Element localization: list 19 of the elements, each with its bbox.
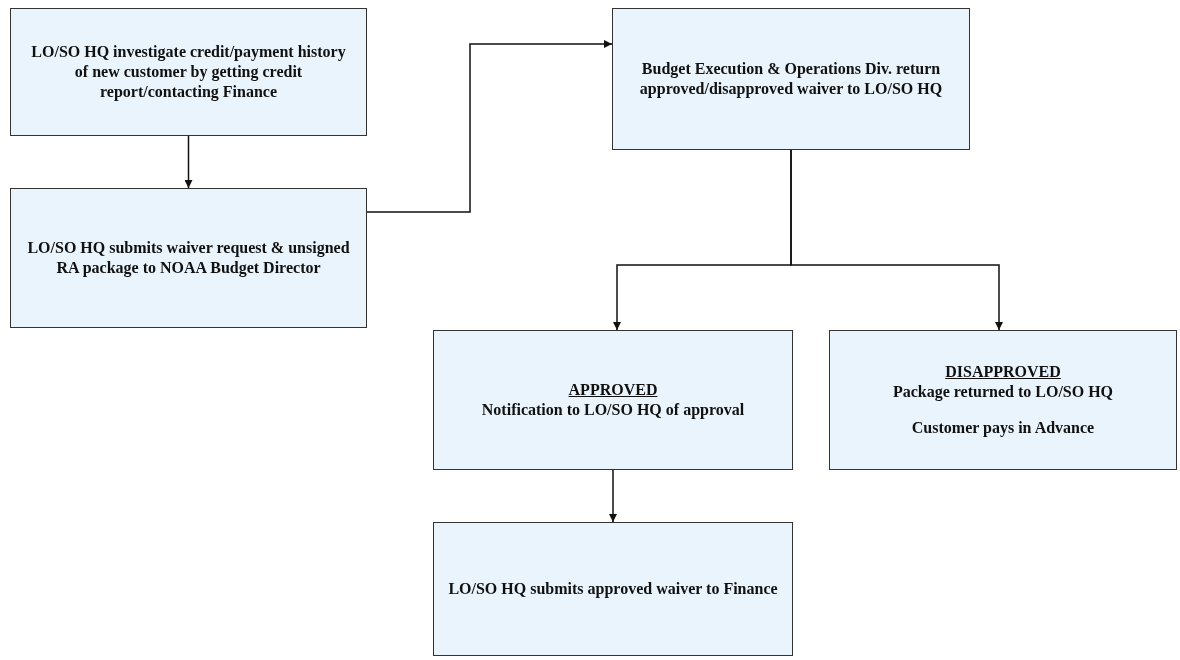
process-box — [433, 522, 793, 656]
box-text: LO/SO HQ submits approved waiver to Finance — [448, 579, 778, 599]
box-heading: APPROVED — [568, 380, 658, 400]
box-text: Package returned to LO/SO HQ — [892, 382, 1114, 402]
process-box — [10, 8, 367, 136]
process-box — [433, 330, 793, 470]
process-box — [612, 8, 970, 150]
process-box — [10, 188, 367, 328]
arrow — [790, 149, 1003, 331]
box-text: Notification to LO/SO HQ of approval — [481, 400, 745, 420]
box-text: Budget Execution & Operations Div. return approved/disapproved waiver to LO/SO HQ — [638, 59, 944, 99]
box-text: LO/SO HQ submits waiver request & unsigned RA package to NOAA Budget Director — [26, 238, 351, 278]
box-text: LO/SO HQ investigate credit/payment history of new customer by getting credit report/contacting Finance — [30, 42, 347, 102]
arrow — [609, 469, 617, 523]
arrow — [184, 135, 193, 189]
arrow — [366, 40, 613, 213]
box-heading: DISAPPROVED — [945, 362, 1061, 382]
process-box — [829, 330, 1177, 470]
box-text: Customer pays in Advance — [911, 418, 1095, 438]
